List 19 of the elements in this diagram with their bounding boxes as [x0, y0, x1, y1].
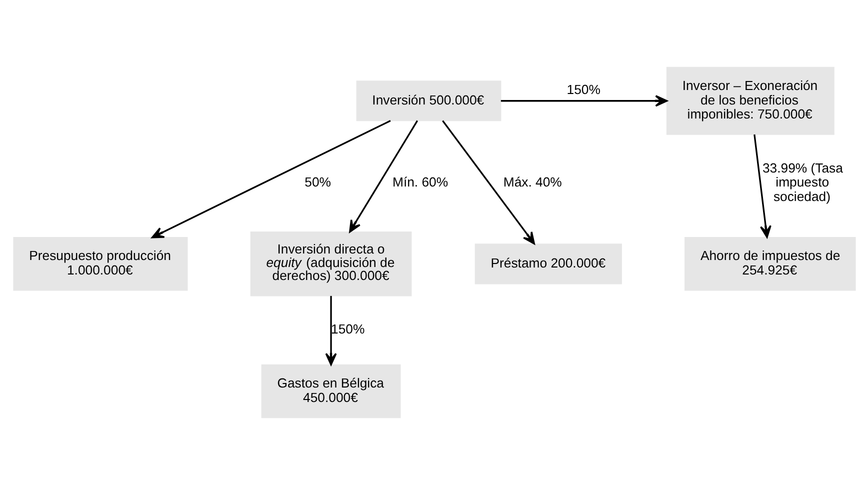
- node-box: Inversión directa o equity (adquisición de derechos) 300.000€: [250, 232, 412, 296]
- arrow: [753, 134, 771, 238]
- node-box: Inversor – Exoneración de los beneficios imponibles: 750.000€: [666, 66, 834, 135]
- node-box: Ahorro de impuestos de 254.925€: [684, 237, 856, 291]
- arrow: [348, 120, 418, 233]
- edge-label: 50%: [304, 174, 331, 190]
- node-box: Inversión 500.000€: [356, 80, 501, 122]
- node-box: Presupuesto producción 1.000.000€: [12, 237, 188, 291]
- edge-label: 33.99% (Tasa impuesto sociedad): [762, 160, 842, 204]
- arrow: [324, 296, 336, 366]
- node-box: Préstamo 200.000€: [474, 244, 622, 284]
- node-box: Gastos en Bélgica 450.000€: [260, 364, 400, 418]
- arrow: [500, 95, 668, 107]
- edge-label: Máx. 40%: [502, 174, 562, 190]
- arrow: [150, 120, 390, 238]
- edge-label: Mín. 60%: [392, 174, 448, 190]
- arrow: [442, 120, 534, 244]
- edge-label: 150%: [566, 82, 600, 97]
- edge-label: 150%: [330, 322, 364, 337]
